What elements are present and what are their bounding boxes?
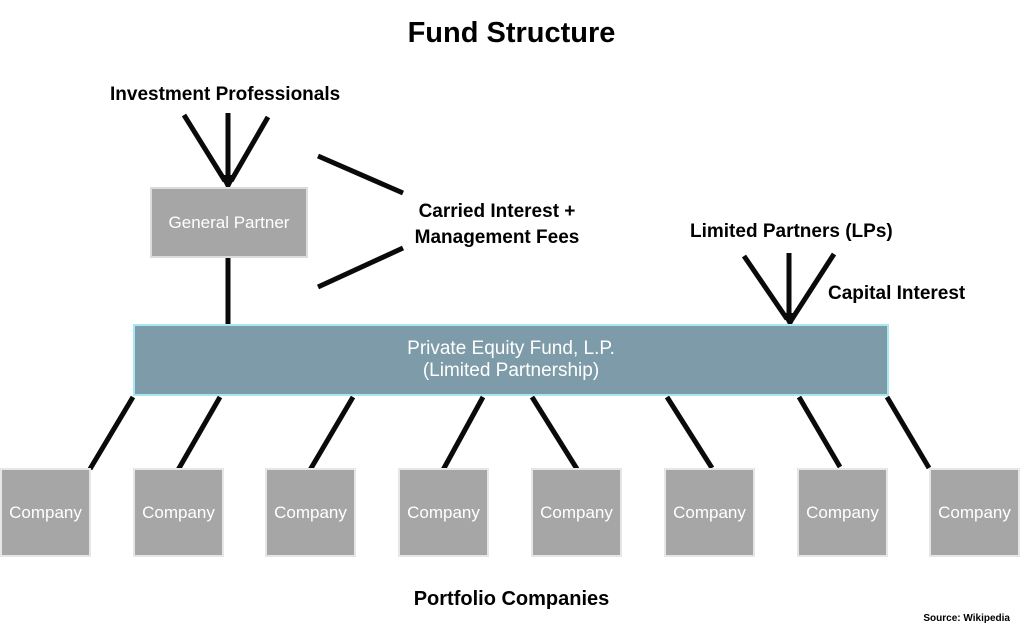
connector-fund-to-company-6 — [664, 395, 715, 470]
label-management-fees-line2: Management Fees — [414, 227, 580, 248]
label-carried-interest-management-fees: Carried Interest + Management Fees — [398, 199, 596, 251]
connector-fund-to-fees — [316, 245, 405, 290]
connector-fund-to-company-1 — [87, 395, 136, 471]
company-label: Company — [540, 502, 613, 522]
private-equity-fund-box: Private Equity Fund, L.P. (Limited Partn… — [133, 324, 889, 396]
connector-ip-left — [181, 113, 228, 183]
connector-ip-right — [228, 115, 271, 183]
general-partner-box: General Partner — [150, 187, 308, 258]
connector-fund-to-company-8 — [884, 395, 932, 470]
general-partner-label: General Partner — [168, 212, 290, 232]
connector-fund-to-company-2 — [175, 395, 223, 472]
connector-lp-right — [789, 252, 837, 321]
label-limited-partners: Limited Partners (LPs) — [690, 221, 893, 242]
company-box-6: Company — [664, 468, 755, 557]
label-investment-professionals: Investment Professionals — [110, 84, 341, 105]
company-label: Company — [407, 502, 480, 522]
label-portfolio-companies: Portfolio Companies — [413, 588, 610, 610]
connector-gp-to-fees — [317, 153, 404, 196]
company-box-1: Company — [0, 468, 91, 557]
company-label: Company — [673, 502, 746, 522]
label-capital-interest: Capital Interest — [828, 283, 966, 304]
diagram-title: Fund Structure — [407, 17, 616, 49]
arrowhead-into-general-partner — [220, 175, 236, 191]
connector-fund-to-company-5 — [529, 395, 580, 471]
company-box-5: Company — [531, 468, 622, 557]
company-box-8: Company — [929, 468, 1020, 557]
company-label: Company — [274, 502, 347, 522]
company-label: Company — [938, 502, 1011, 522]
connector-lp-left — [741, 254, 790, 321]
connector-fund-to-company-3 — [307, 395, 356, 472]
company-box-3: Company — [265, 468, 356, 557]
company-box-4: Company — [398, 468, 489, 557]
fund-label-line2: (Limited Partnership) — [422, 360, 600, 381]
company-label: Company — [806, 502, 879, 522]
connector-fund-to-company-7 — [796, 395, 843, 469]
source-credit: Source: Wikipedia — [923, 613, 1010, 624]
company-box-7: Company — [797, 468, 888, 557]
company-label: Company — [9, 502, 82, 522]
connector-fund-to-company-4 — [440, 395, 486, 472]
company-label: Company — [142, 502, 215, 522]
company-box-2: Company — [133, 468, 224, 557]
arrowhead-into-fund — [782, 313, 798, 328]
label-carried-interest-line1: Carried Interest + — [418, 201, 576, 222]
fund-label-line1: Private Equity Fund, L.P. — [407, 338, 615, 359]
